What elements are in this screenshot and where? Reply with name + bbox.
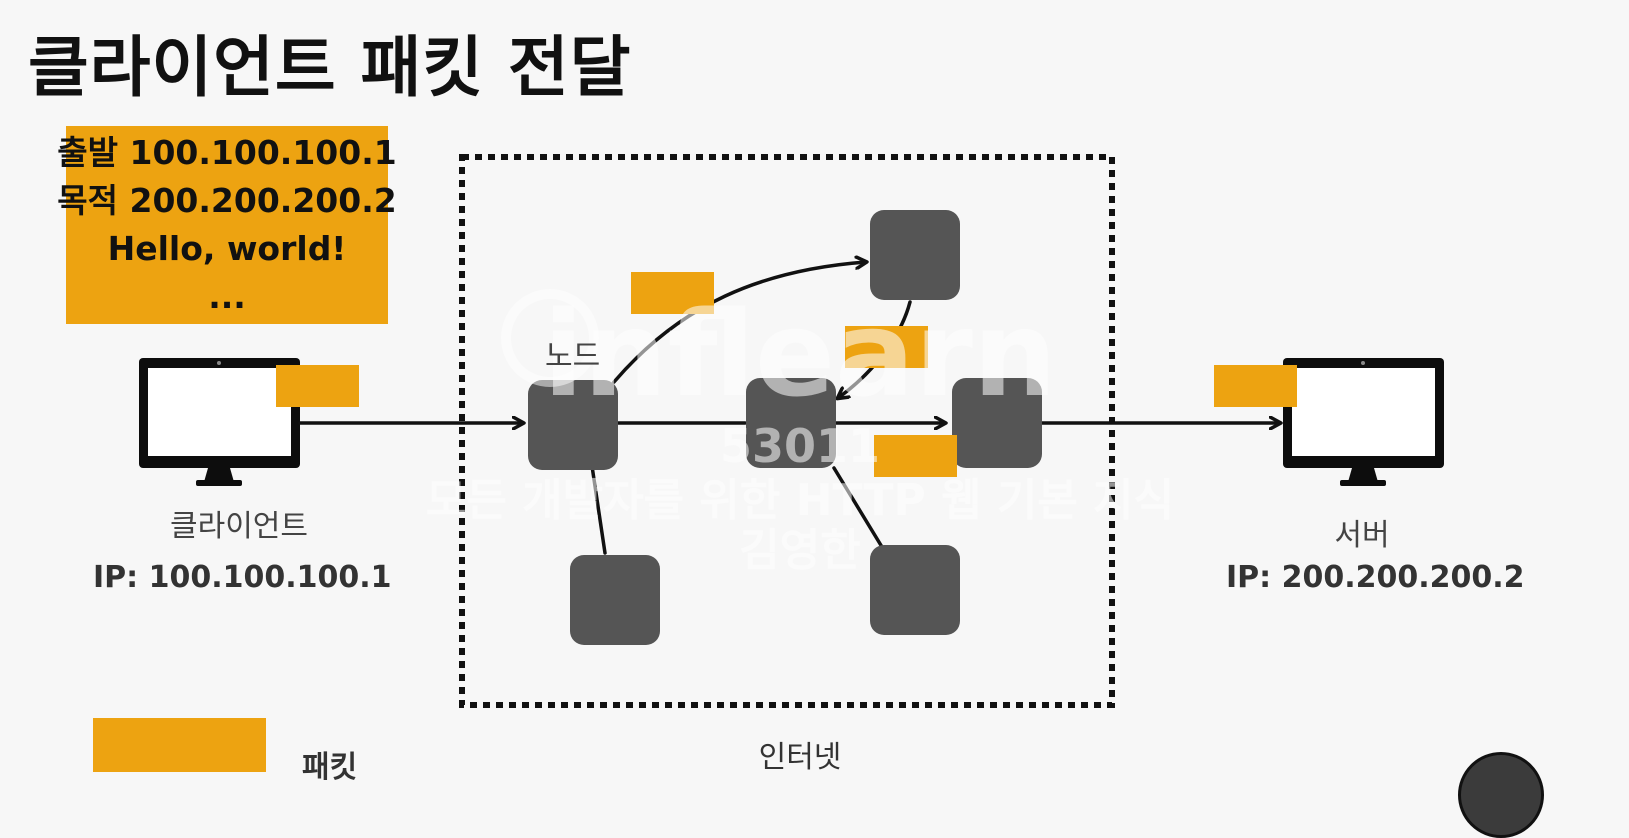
server-monitor-icon (1283, 358, 1444, 486)
node-bottom-left (570, 555, 660, 645)
link-node-to-top (612, 262, 866, 384)
legend-packet-label: 패킷 (302, 750, 358, 785)
node-right (952, 378, 1042, 468)
internet-label: 인터넷 (758, 740, 842, 775)
internet-boundary (459, 154, 1115, 708)
watermark-author: 김영한 (739, 525, 860, 576)
server-label: 서버 (1334, 518, 1390, 553)
packet-source: 출발 100.100.100.1 (57, 133, 397, 172)
packet-destination: 목적 200.200.200.2 (57, 181, 397, 220)
client-ip: IP: 100.100.100.1 (93, 560, 392, 595)
node-center (746, 378, 836, 468)
node-label: 노드 (545, 339, 601, 374)
presenter-avatar (1458, 752, 1544, 838)
server-ip: IP: 200.200.200.2 (1226, 560, 1525, 595)
node-bottom-right (870, 545, 960, 635)
packet-payload: Hello, world! (107, 229, 347, 268)
legend-packet-swatch (93, 718, 266, 772)
packet-on-arc (631, 272, 714, 314)
packet-at-top-node (845, 326, 928, 368)
network-diagram: inflearn 53011 모든 개발자를 위한 HTTP 웹 기본 지식 김… (93, 154, 1444, 772)
packet-ellipsis: ... (208, 277, 246, 316)
watermark-course: 모든 개발자를 위한 HTTP 웹 기본 지식 (426, 475, 1174, 526)
page-title: 클라이언트 패킷 전달 (28, 29, 632, 106)
node-entry (528, 380, 618, 470)
packet-at-center (874, 435, 957, 477)
link-node-to-bottom (590, 464, 607, 555)
watermark-brand: inflearn (543, 285, 1057, 423)
watermark-code: 53011 (720, 419, 880, 473)
link-center-to-bottom-right (832, 466, 884, 549)
packet-info-box: 출발 100.100.100.1 목적 200.200.200.2 Hello,… (57, 126, 397, 324)
packet-at-server (1214, 365, 1297, 407)
client-monitor-icon (139, 358, 300, 486)
watermark: inflearn 53011 모든 개발자를 위한 HTTP 웹 기본 지식 김… (426, 285, 1174, 576)
node-top (870, 210, 960, 300)
client-label: 클라이언트 (170, 509, 308, 544)
packet-at-client (276, 365, 359, 407)
